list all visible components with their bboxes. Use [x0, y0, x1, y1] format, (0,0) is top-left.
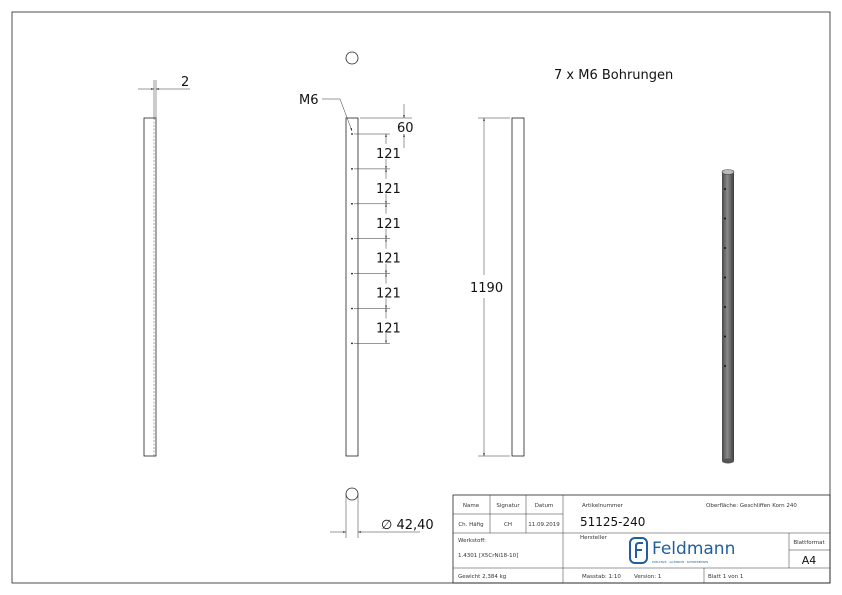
dim-length: 1190 [470, 281, 503, 296]
date: 11.09.2019 [528, 522, 560, 528]
surface: Oberfläche: Geschliffen Korn 240 [706, 503, 797, 509]
weight: Gewicht 2,384 kg [458, 574, 506, 580]
date-header: Datum [535, 503, 554, 509]
article-number: 51125-240 [580, 515, 645, 529]
dim-hole-spacing: 121 [376, 287, 401, 302]
holes-note: 7 x M6 Bohrungen [554, 68, 673, 83]
sheet-format-label: Blattformat [793, 540, 825, 546]
thread-label: M6 [299, 93, 319, 108]
dim-hole-spacing: 121 [376, 252, 401, 267]
hole-mark [351, 342, 353, 345]
logo-tagline: EDELSTAHL · ALUMINIUM · SCHMIEDEEISEN [652, 560, 708, 564]
dim-hole-spacing: 121 [376, 322, 401, 337]
top-view-circle [345, 51, 359, 65]
iso-hole-mark [724, 306, 726, 308]
hole-mark [351, 272, 353, 275]
version: Version: 1 [634, 574, 661, 580]
iso-hole-mark [724, 247, 726, 249]
hole-mark [351, 307, 353, 310]
hole-mark [351, 133, 353, 135]
front-view-length: 1190 [470, 117, 525, 457]
dim-hole-spacing: 121 [376, 182, 401, 197]
dim-diameter: ∅ 42,40 [381, 518, 434, 533]
iso-hole-mark [724, 276, 726, 279]
sheet-format: A4 [802, 554, 817, 567]
feldmann-logo: Feldmann EDELSTAHL · ALUMINIUM · SCHMIED… [629, 537, 735, 564]
drafter-name: Ch. Häfig [458, 522, 483, 528]
dim-hole-spacing: 121 [376, 217, 401, 232]
name-header: Name [463, 503, 480, 509]
material: 1.4301 [X5CrNi18-10] [458, 553, 518, 559]
material-label: Werkstoff: [458, 538, 486, 544]
article-label: Artikelnummer [582, 503, 624, 509]
manufacturer-label: Hersteller [580, 535, 608, 541]
dim-first-hole: 60 [397, 121, 414, 136]
scale: Masstab: 1:10 [582, 574, 621, 580]
hole-mark [351, 237, 353, 240]
dim-wall-thickness: 2 [181, 75, 189, 90]
front-view-holes: M6 60 121 121 121 121 121 121 [299, 51, 414, 457]
hole-mark [351, 202, 353, 205]
iso-hole-mark [724, 217, 726, 220]
isometric-rod-view [721, 169, 735, 464]
signature-header: Signatur [496, 503, 520, 509]
section-view-left: 2 [138, 75, 190, 457]
drawing-frame [11, 11, 831, 584]
signature: CH [504, 522, 512, 528]
logo-text: Feldmann [652, 539, 735, 559]
hole-mark [351, 168, 353, 170]
dim-hole-spacing: 121 [376, 147, 401, 162]
iso-hole-mark [724, 365, 726, 367]
iso-hole-mark [724, 335, 726, 338]
section-view-bottom: ∅ 42,40 [330, 487, 434, 538]
sheet-number: Blatt 1 von 1 [708, 574, 743, 580]
iso-hole-mark [724, 188, 726, 190]
title-block: Name Signatur Datum Ch. Häfig CH 11.09.2… [452, 494, 831, 584]
